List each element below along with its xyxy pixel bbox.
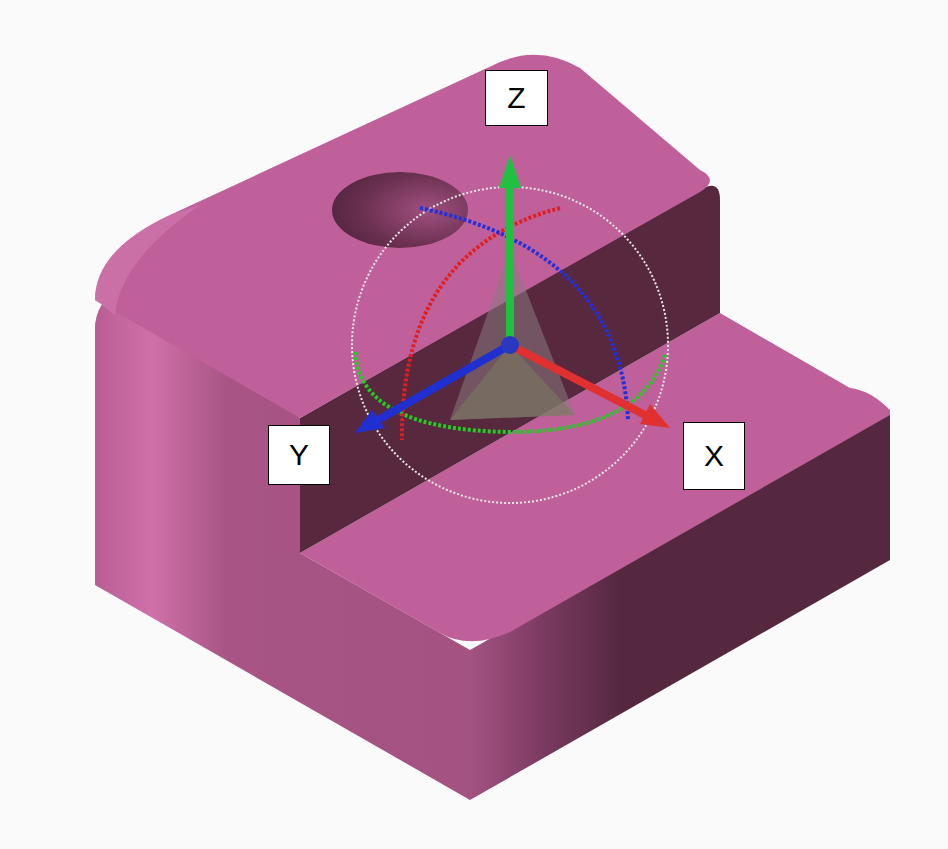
axis-label-box: Z [485, 70, 548, 126]
axis-label: Z [507, 83, 525, 113]
fillet-highlight [95, 205, 200, 315]
axis-label-box: X [683, 422, 745, 490]
hole [332, 172, 468, 248]
triad [352, 155, 670, 503]
axis-label-box: Y [268, 425, 330, 485]
axis-label: Y [289, 440, 309, 470]
axis-label: X [704, 441, 724, 471]
part-body [95, 55, 890, 800]
